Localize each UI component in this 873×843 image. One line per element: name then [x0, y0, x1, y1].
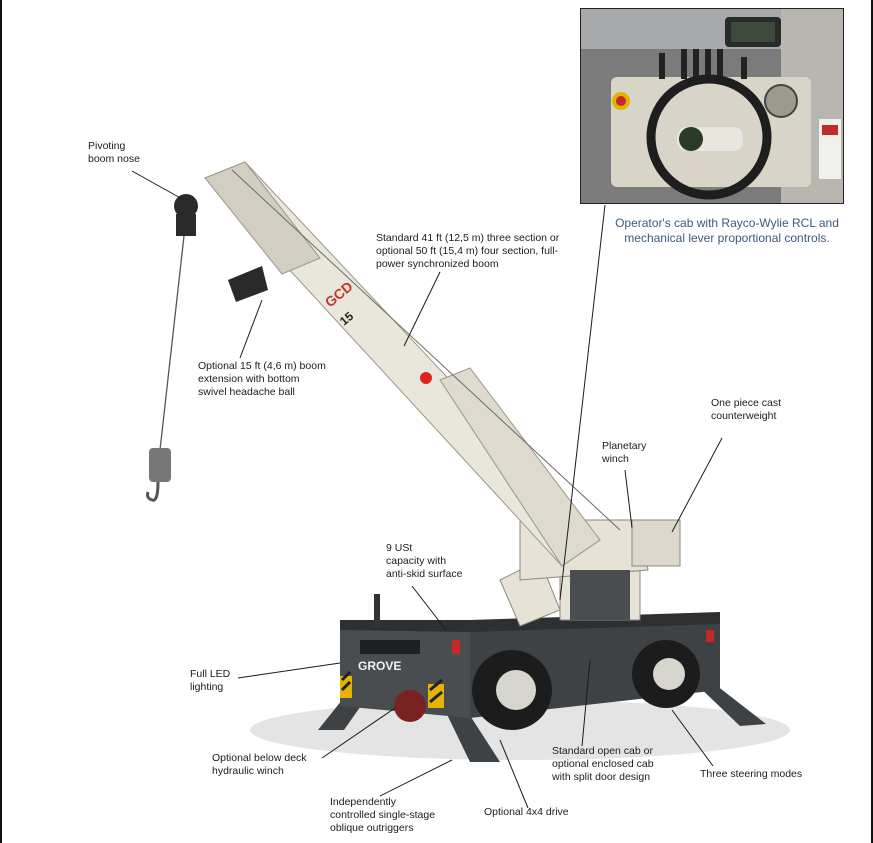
label-outriggers: Independently controlled single-stage ob…: [330, 796, 436, 834]
boom: [204, 161, 621, 567]
label-planetary-winch: Planetary winch: [602, 440, 647, 465]
operator-cab-photo: [580, 8, 844, 204]
label-below-deck-winch: Optional below deck hydraulic winch: [212, 752, 307, 777]
label-boom-extension: Optional 15 ft (4,6 m) boom extension wi…: [198, 360, 326, 398]
inset-caption: Operator's cab with Rayco-Wylie RCL and …: [615, 216, 839, 245]
hook-block: [146, 448, 171, 502]
label-steering: Three steering modes: [700, 768, 803, 780]
label-drive: Optional 4x4 drive: [484, 806, 569, 818]
leader-lines: [131, 170, 723, 809]
label-cab: Standard open cab or optional enclosed c…: [552, 745, 654, 783]
wheels: [394, 640, 700, 730]
label-standard-boom: Standard 41 ft (12,5 m) three section or…: [376, 232, 560, 270]
grove-logo: GROVE: [358, 659, 401, 673]
label-counterweight: One piece cast counterweight: [711, 397, 782, 422]
boom-nose: [174, 194, 198, 236]
label-pivoting-boom-nose: Pivoting boom nose: [88, 140, 140, 165]
label-led-lighting: Full LED lighting: [190, 668, 231, 693]
label-deck-capacity: 9 USt capacity with anti-skid surface: [386, 542, 463, 580]
